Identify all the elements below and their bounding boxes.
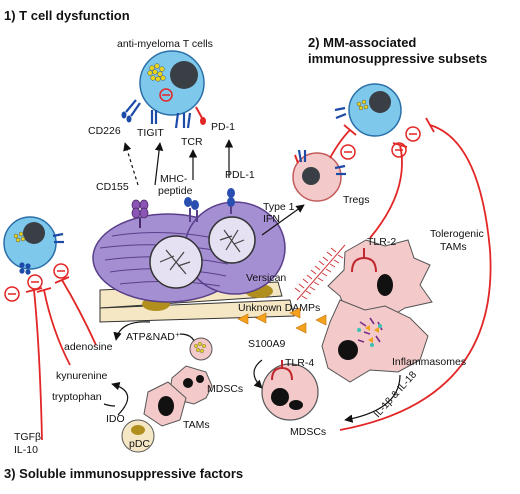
- label-unknown-damps: Unknown DAMPs: [238, 302, 320, 314]
- label-adenosine: adenosine: [64, 341, 113, 353]
- mdsc-tlr4: [261, 360, 319, 421]
- tolerogenic-tam: [327, 239, 433, 321]
- label-type1: Type 1: [263, 201, 295, 213]
- label-tregs: Tregs: [343, 194, 369, 206]
- label-mhc-line2: peptide: [158, 185, 193, 197]
- label-tryptophan: tryptophan: [52, 391, 102, 403]
- label-pd1: PD-1: [211, 121, 235, 133]
- label-atp-nad: ATP&NAD⁺: [126, 331, 180, 343]
- label-mhc-line1: MHC-: [160, 173, 188, 185]
- label-tlr2: TLR-2: [367, 236, 396, 248]
- mdsc-tam-cluster: [143, 337, 213, 427]
- pdc-cell: [121, 419, 155, 453]
- anti-myeloma-t-cell: [121, 50, 206, 129]
- label-ifn: IFN: [263, 213, 280, 225]
- treg-cell: [292, 149, 346, 202]
- label-tgf-beta: TGFβ: [14, 431, 41, 443]
- label-il1b-il18: IL-1β & IL-18: [372, 369, 419, 420]
- label-pdl1: PDL-1: [225, 169, 255, 181]
- label-cd155: CD155: [96, 181, 129, 193]
- label-ido: IDO: [106, 413, 125, 425]
- label-tlr4: TLR-4: [285, 357, 314, 369]
- suppressed-t-cell-left: [3, 216, 64, 275]
- label-tams-bottom: TAMs: [183, 419, 210, 431]
- label-tigit: TIGIT: [137, 127, 164, 139]
- inflammasome-macrophage: [321, 299, 429, 383]
- label-tolerogenic: Tolerogenic: [430, 228, 484, 240]
- label-tams-top: TAMs: [440, 241, 467, 253]
- label-il10: IL-10: [14, 444, 38, 456]
- label-inflammasomes: Inflammasomes: [392, 356, 466, 368]
- versican-molecule: [294, 244, 346, 301]
- label-anti-myeloma-t-cells: anti-myeloma T cells: [117, 38, 213, 50]
- label-versican: Versican: [246, 272, 286, 284]
- label-cd226: CD226: [88, 125, 121, 137]
- heading-t-cell-dysfunction: 1) T cell dysfunction: [4, 8, 130, 23]
- heading-mm-subsets-line2: immunosuppressive subsets: [308, 51, 487, 66]
- label-mdscs-bottom: MDSCs: [290, 426, 326, 438]
- label-kynurenine: kynurenine: [56, 370, 108, 382]
- heading-soluble-factors: 3) Soluble immunosuppressive factors: [4, 466, 243, 481]
- label-mdscs-left: MDSCs: [207, 383, 243, 395]
- label-tcr: TCR: [181, 136, 203, 148]
- damps-triangles: [237, 307, 327, 334]
- suppressed-t-cell-right: [334, 83, 402, 137]
- myeloma-cells: [92, 188, 286, 303]
- heading-mm-subsets-line1: 2) MM-associated: [308, 35, 416, 50]
- label-pdc: pDC: [129, 438, 150, 450]
- label-s100a9: S100A9: [248, 338, 286, 350]
